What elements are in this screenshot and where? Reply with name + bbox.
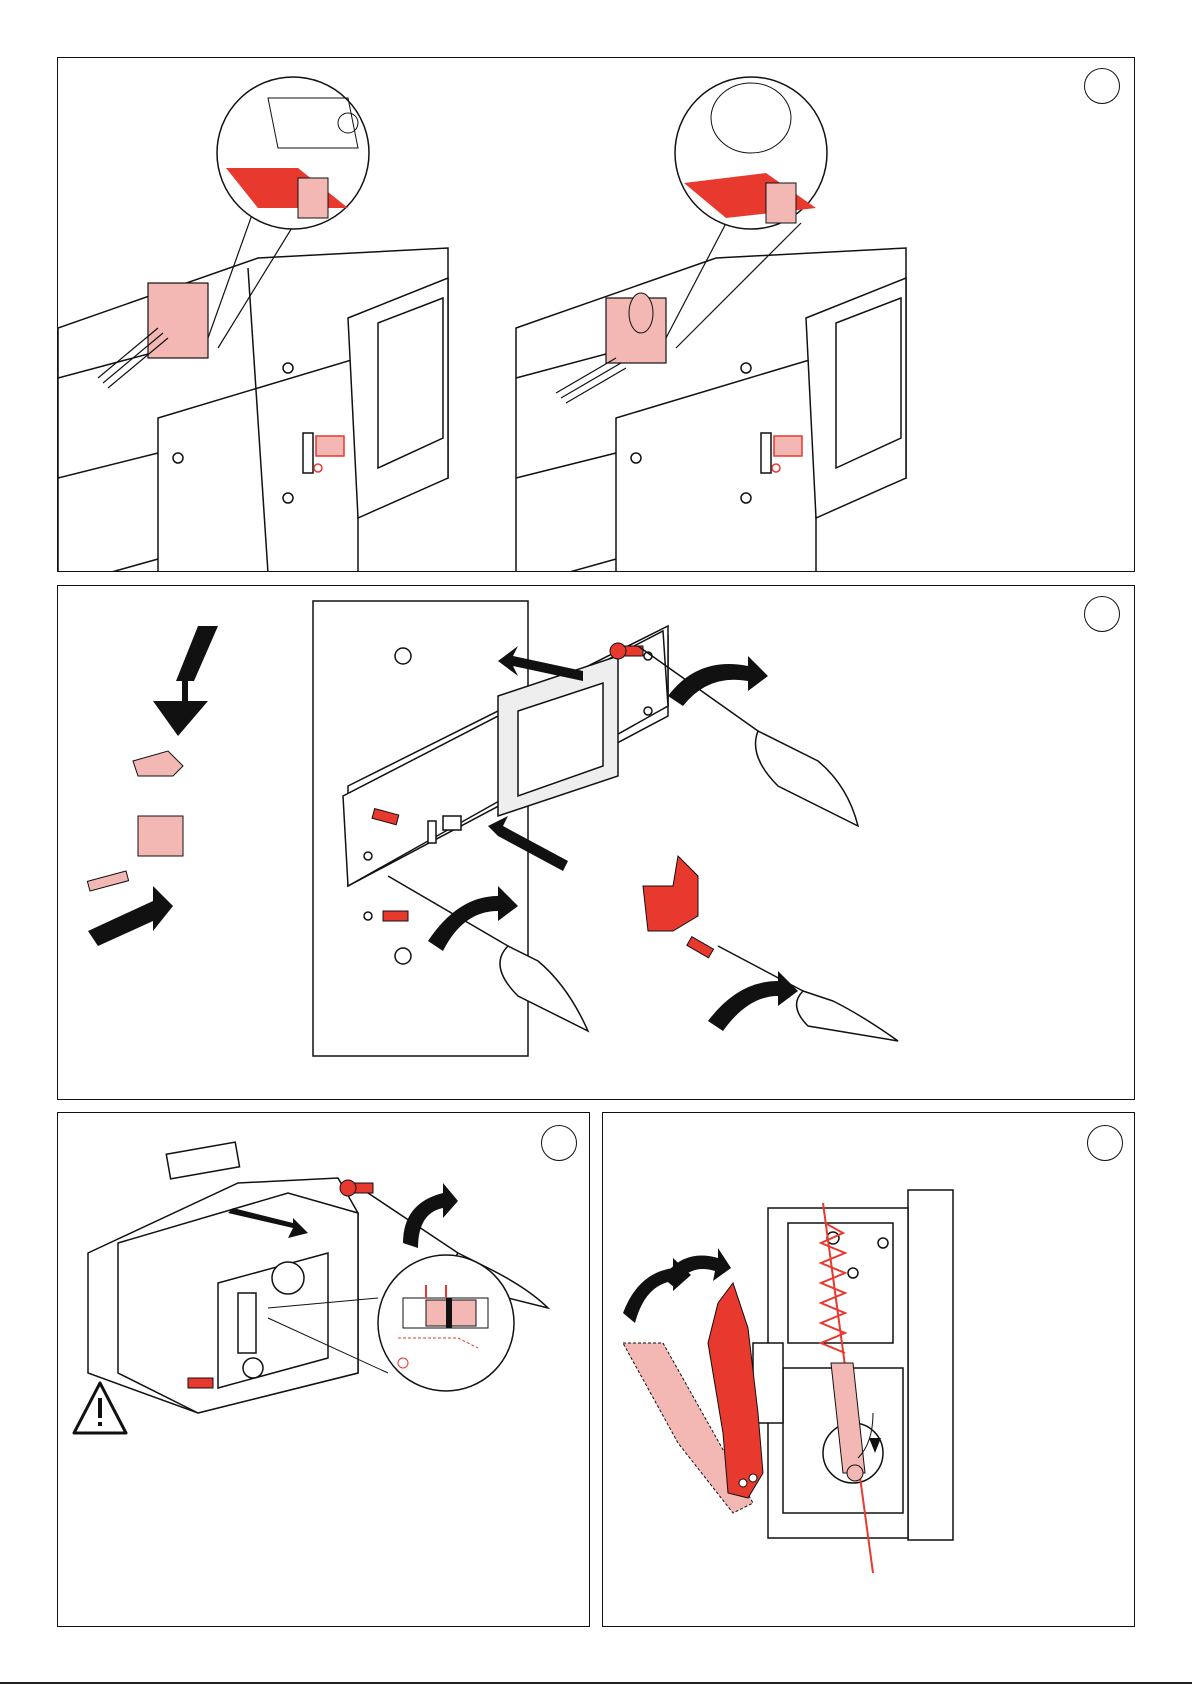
breaker-front-right bbox=[516, 248, 906, 572]
warning-icon bbox=[74, 1383, 126, 1433]
panel-step-4 bbox=[602, 1112, 1135, 1627]
panel-step-3 bbox=[57, 1112, 590, 1627]
illustration-step-2 bbox=[58, 586, 1135, 1100]
motor-operator bbox=[88, 1142, 358, 1413]
illustration-step-4 bbox=[603, 1113, 1135, 1627]
rotate-arrow-icon bbox=[623, 1248, 731, 1323]
magnifier-callout-left bbox=[217, 77, 369, 229]
panel-step-2 bbox=[57, 585, 1135, 1100]
rotate-arrow-icon bbox=[403, 1183, 458, 1248]
screw-bottom-left bbox=[188, 1378, 213, 1388]
magnifier-callout-right bbox=[675, 77, 827, 229]
illustration-step-1 bbox=[58, 58, 1135, 572]
interlock-part-exploded bbox=[87, 626, 218, 946]
breaker-front-left bbox=[58, 248, 448, 572]
interlock-red-part bbox=[643, 856, 713, 958]
illustration-step-3 bbox=[58, 1113, 590, 1627]
screw-bottom bbox=[383, 911, 408, 921]
page-bottom-rule bbox=[0, 1682, 1192, 1684]
panel-step-1 bbox=[57, 57, 1135, 572]
